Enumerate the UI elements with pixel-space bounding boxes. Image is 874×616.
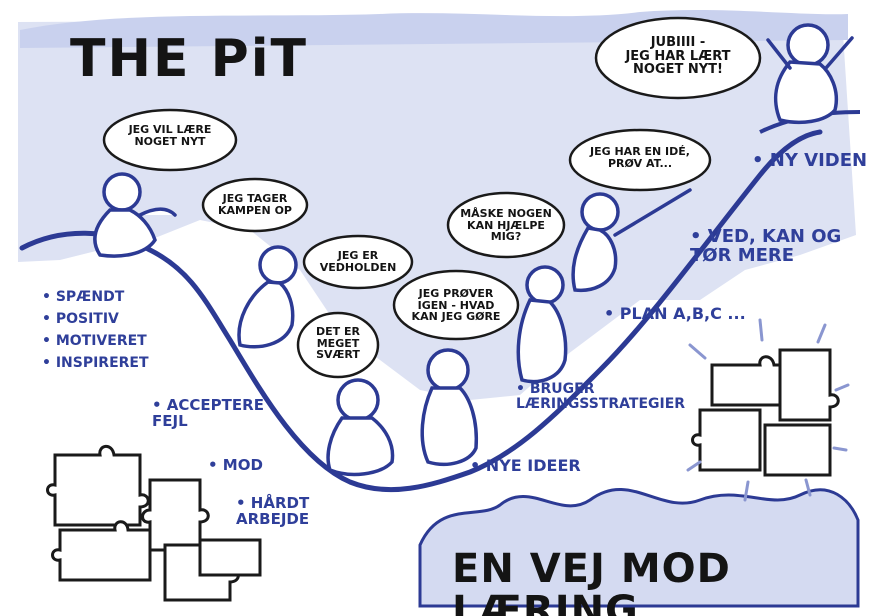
bubble-1-text: JEG VIL LÆRE NOGET NYT	[128, 123, 212, 148]
figure-body-5	[516, 298, 568, 384]
burst-line	[804, 478, 812, 497]
pit-curve	[19, 129, 823, 493]
puzzle-piece-2	[141, 478, 210, 552]
figure-body-6	[571, 188, 692, 293]
label-ny-viden: • NY VIDEN	[752, 150, 868, 171]
burst-line	[816, 323, 827, 344]
speech-bubbles	[102, 16, 762, 379]
burst-line	[686, 460, 702, 472]
bubble-7-text: JEG HAR EN IDÉ, PRØV AT...	[590, 145, 690, 170]
figure-head-7	[786, 23, 830, 67]
burst-line	[743, 480, 750, 502]
label-bruger: • BRUGER LÆRINGSSTRATEGIER	[516, 381, 686, 412]
bubble-1	[102, 108, 238, 172]
left-list-item-1: • SPÆNDT	[42, 289, 125, 305]
figure-head-3	[336, 378, 380, 422]
label-accept: • ACCEPTERE FEJL	[152, 396, 264, 430]
bubble-4-text: DET ER MEGET SVÆRT	[316, 325, 360, 362]
burst-line	[758, 318, 764, 342]
left-list-item-4: • INSPIRERET	[42, 355, 149, 371]
figure-body-4	[420, 386, 479, 467]
cloud-bottom	[418, 488, 860, 608]
bubble-2-text: JEG TAGER KAMPEN OP	[217, 192, 292, 217]
figure-head-2	[258, 245, 298, 285]
footer-title: EN VEJ MOD LÆRING	[452, 546, 731, 616]
figure-head-4	[426, 348, 470, 392]
label-hardt: • HÅRDT ARBEJDE	[236, 494, 310, 528]
left-list-item-2: • POSITIV	[42, 311, 119, 327]
bubble-2	[201, 177, 309, 233]
bubble-8	[594, 16, 762, 100]
label-mod: • MOD	[208, 456, 263, 474]
puzzle-piece-5	[198, 538, 262, 577]
figure-body-1	[93, 207, 177, 258]
burst-line	[834, 383, 850, 392]
label-plan: • PLAN A,B,C ...	[604, 304, 746, 323]
page-title: THE PiT	[70, 29, 309, 89]
bubble-8-text: JUBIIII - JEG HAR LÆRT NOGET NYT!	[625, 35, 731, 78]
bubble-4	[296, 311, 380, 379]
bubble-5-text: JEG PRØVER IGEN - HVAD KAN JEG GØRE	[411, 287, 501, 324]
puzzle-piece-1	[46, 444, 150, 527]
bubble-5	[392, 269, 520, 341]
bubble-7	[568, 128, 712, 192]
puzzle-piece-9	[763, 423, 832, 477]
bubble-3	[302, 234, 414, 290]
burst-lines	[686, 318, 850, 502]
puzzle-left	[46, 444, 262, 602]
bubble-6	[446, 191, 566, 259]
left-list-item-3: • MOTIVERET	[42, 333, 147, 349]
bubble-6-text: MÅSKE NOGEN KAN HJÆLPE MIG?	[460, 207, 552, 244]
burst-line	[688, 343, 707, 360]
bubble-3-text: JEG ER VEDHOLDEN	[319, 249, 397, 274]
burst-line	[832, 446, 848, 452]
label-nye-ideer: • NYE IDEER	[470, 456, 581, 475]
figure-head-6	[580, 192, 620, 232]
figure-body-7	[766, 36, 854, 124]
label-ved: • VED, KAN OG TØR MERE	[690, 226, 842, 266]
puzzle-right	[691, 348, 840, 477]
figures	[93, 23, 854, 477]
figure-head-1	[102, 172, 142, 212]
puzzle-piece-7	[778, 348, 840, 422]
figure-body-2	[237, 280, 295, 349]
puzzle-piece-3	[51, 520, 152, 582]
puzzle-piece-8	[691, 408, 762, 472]
figure-head-5	[525, 265, 565, 305]
background-wash	[18, 18, 856, 400]
figure-body-3	[326, 416, 395, 477]
